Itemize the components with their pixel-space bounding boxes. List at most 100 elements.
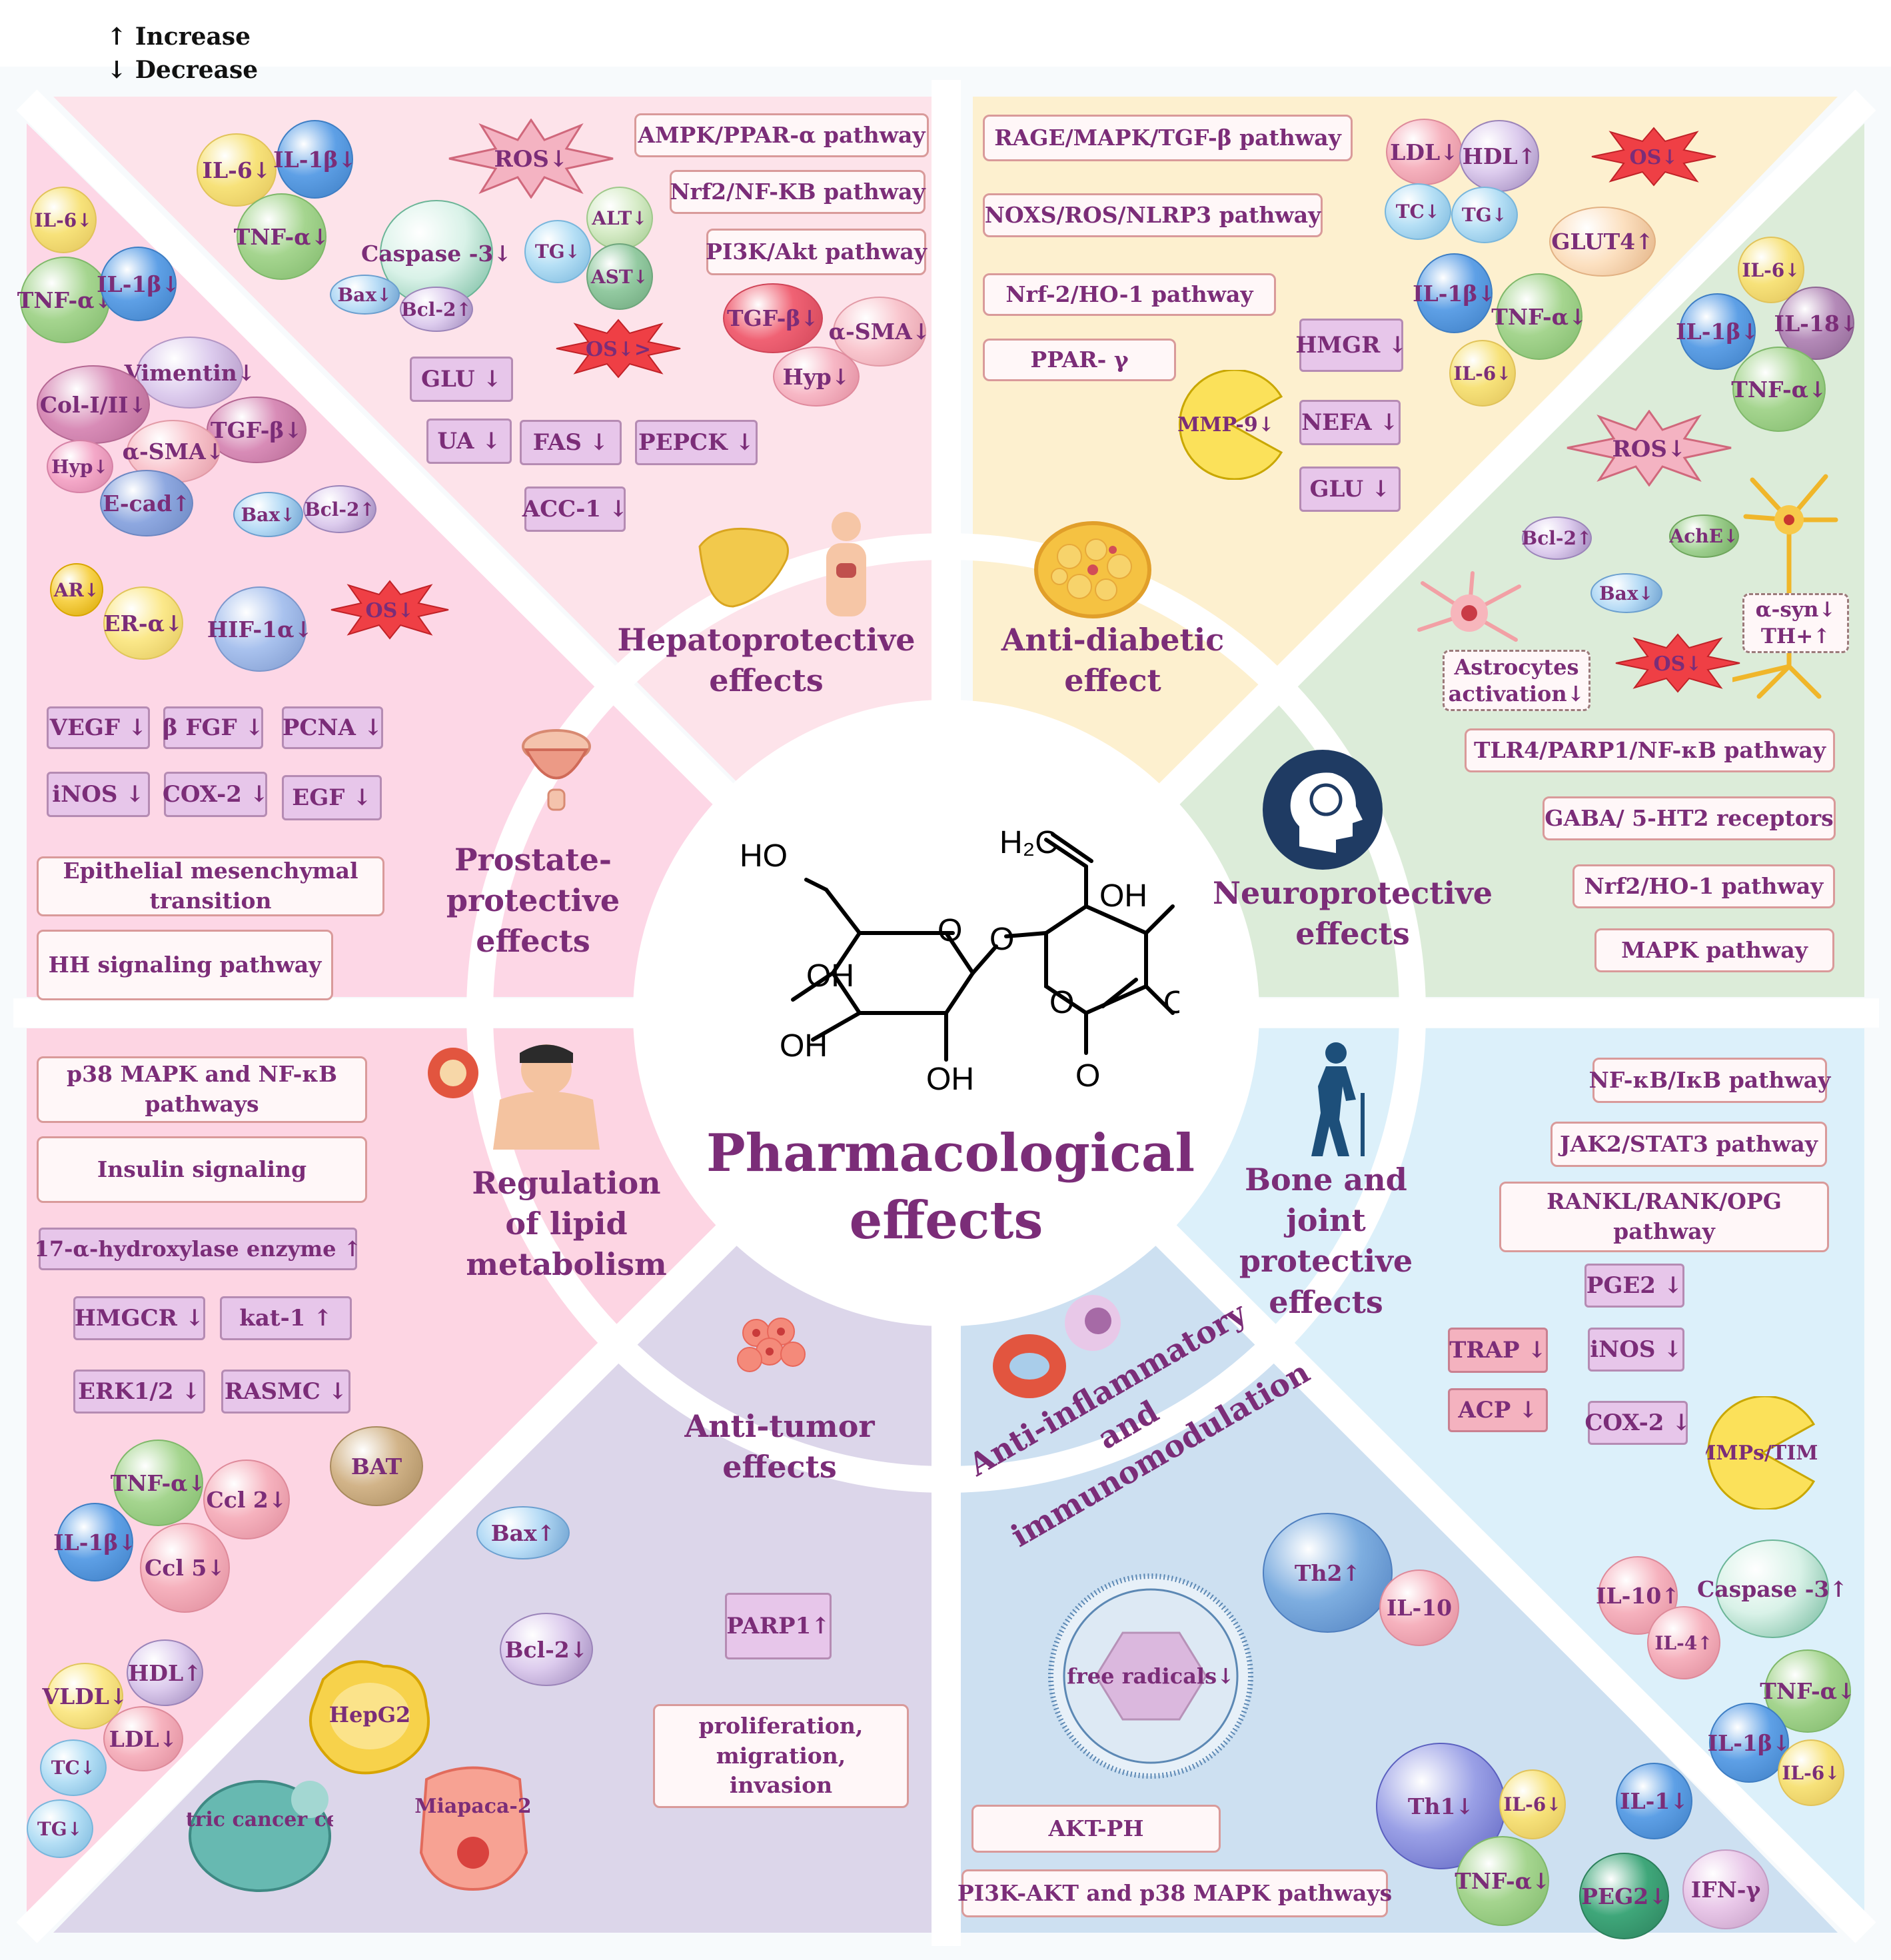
- tag-pepck: PEPCK ↓: [635, 420, 758, 465]
- marker-tum-bax: Bax↑: [476, 1506, 570, 1559]
- marker-hep-os-label: OS↓>: [586, 338, 651, 361]
- marker-dia-mmp9: MMP-9↓: [1177, 370, 1283, 480]
- box-tlr4: TLR4/PARP1/NF-κB pathway: [1465, 728, 1835, 772]
- marker-pro-tgfb: TGF-β↓: [207, 397, 307, 463]
- tag-erk: ERK1/2 ↓: [73, 1370, 205, 1414]
- section-tumor-line1: Anti-tumor: [684, 1408, 875, 1444]
- tag-rasmc: RASMC ↓: [221, 1370, 350, 1414]
- section-neuro: Neuroprotective effects: [1213, 873, 1493, 954]
- tag-fas: FAS ↓: [520, 420, 622, 465]
- astrocyte-icon: [1417, 571, 1521, 642]
- tag-nefa: NEFA ↓: [1299, 400, 1401, 445]
- box-ampk: AMPK/PPAR-α pathway: [634, 113, 929, 157]
- tag-hydroxylase: 17-α-hydroxylase enzyme ↑: [35, 1228, 361, 1270]
- mol-o-carbonyl: O: [1075, 1058, 1100, 1094]
- marker-hep-ast: AST↓: [586, 243, 653, 310]
- section-prostate-line3: effects: [476, 923, 590, 960]
- immune-cells-icon: [993, 1295, 1121, 1398]
- box-nrf2ho1-diabetic: Nrf-2/HO-1 pathway: [983, 273, 1276, 316]
- box-emt: Epithelial mesenchymal transition: [37, 856, 384, 916]
- marker-lip-vldl: VLDL↓: [42, 1663, 128, 1729]
- marker-pro-era: ER-α↓: [103, 586, 183, 660]
- marker-dia-mmp9-label: MMP-9↓: [1177, 413, 1275, 437]
- tag-egf: EGF ↓: [282, 775, 382, 820]
- tag-hmgr: HMGR ↓: [1295, 319, 1407, 372]
- tag-pcna: PCNA ↓: [282, 706, 383, 749]
- box-ppar: PPAR- γ: [983, 339, 1176, 381]
- marker-bon-tnfa: TNF-α↓: [1760, 1649, 1856, 1733]
- mol-ho: HO: [740, 838, 788, 874]
- marker-neu-ache: AchE↓: [1669, 514, 1739, 558]
- marker-hep-asma: α-SMA↓: [829, 297, 930, 367]
- box-noxs: NOXS/ROS/NLRP3 pathway: [983, 193, 1323, 237]
- mol-o-ring3: O: [1163, 985, 1179, 1020]
- marker-neu-il1b: IL-1β↓: [1676, 293, 1759, 370]
- marker-dia-il1b: IL-1β↓: [1413, 253, 1496, 333]
- marker-pro-col: Col-I/II↓: [37, 365, 150, 444]
- mol-oh-inner: OH: [806, 958, 854, 994]
- marker-lip-il1b: IL-1β↓: [53, 1503, 137, 1581]
- tag-inos-prostate: iNOS ↓: [47, 772, 150, 817]
- marker-hep-bax: Bax↓: [330, 275, 400, 315]
- marker-inf-il1: IL-1↓: [1616, 1763, 1692, 1839]
- marker-inf-ifng: IFN-γ: [1682, 1849, 1769, 1929]
- marker-bon-mmps: MMPs/TIMPs: [1706, 1396, 1819, 1509]
- marker-inf-free-label: free radicals↓: [1067, 1663, 1235, 1689]
- tag-kat1: kat-1 ↑: [220, 1296, 352, 1340]
- legend-decrease: ↓ Decrease: [107, 56, 259, 85]
- marker-tum-hepg2: HepG2: [309, 1660, 430, 1775]
- box-pi3k-p38: PI3K-AKT and p38 MAPK pathways: [957, 1869, 1392, 1917]
- box-rankl: RANKL/RANK/OPG pathway: [1499, 1182, 1829, 1252]
- marker-tum-bcl2: Bcl-2↓: [500, 1613, 593, 1686]
- marker-dia-os: OS↓: [1591, 127, 1716, 187]
- marker-tum-miapaca-label: Miapaca-2: [414, 1795, 532, 1818]
- section-lipid-line3: metabolism: [466, 1246, 667, 1283]
- marker-lip-ccl5: Ccl 5↓: [140, 1523, 230, 1613]
- center-title-line2: effects: [849, 1190, 1043, 1252]
- section-bone-line4: effects: [1269, 1284, 1383, 1320]
- marker-lip-tg: TG↓: [27, 1799, 93, 1858]
- prostate-icon: [522, 729, 591, 811]
- box-nfkb-ikb: NF-κB/IκB pathway: [1589, 1058, 1830, 1103]
- section-neuro-line1: Neuroprotective: [1213, 875, 1493, 911]
- tag-cox2-bone: COX-2 ↓: [1584, 1401, 1691, 1445]
- box-nrf2ho1-neuro: Nrf2/HO-1 pathway: [1573, 864, 1835, 908]
- marker-tum-gastric: gastric cancer cells: [187, 1780, 333, 1892]
- marker-neu-astro: Astrocytes activation↓: [1443, 650, 1590, 711]
- mol-h2c: H₂C: [999, 825, 1058, 860]
- marker-hep-tnfa: TNF-α↓: [234, 193, 329, 280]
- tag-hmgcr: HMGCR ↓: [73, 1296, 205, 1340]
- marker-dia-tnfa: TNF-α↓: [1491, 273, 1587, 360]
- marker-lip-ldl: LDL↓: [103, 1706, 183, 1771]
- mol-oh-top: OH: [1099, 878, 1147, 914]
- tag-glu-diabetic: GLU ↓: [1299, 467, 1401, 512]
- section-prostate-line1: Prostate-: [454, 842, 612, 878]
- section-lipid-line2: of lipid: [505, 1206, 628, 1242]
- marker-pro-tnfa: TNF-α↓: [17, 257, 113, 343]
- marker-neu-os-label: OS↓: [1654, 652, 1702, 676]
- section-neuro-line2: effects: [1295, 916, 1410, 952]
- tumor-cluster-icon: [737, 1318, 806, 1372]
- marker-hep-alt: ALT↓: [586, 187, 653, 250]
- marker-inf-th2: Th2↑: [1263, 1513, 1393, 1633]
- marker-bon-il1b: IL-1β↓: [1708, 1703, 1790, 1783]
- marker-lip-tnfa: TNF-α↓: [111, 1440, 206, 1526]
- marker-lip-ccl2: Ccl 2↓: [203, 1460, 290, 1539]
- marker-dia-tg: TG↓: [1451, 187, 1518, 243]
- mol-o-ring2: O: [1049, 985, 1074, 1020]
- marker-bon-il6: IL-6↓: [1778, 1739, 1844, 1806]
- box-prolif: proliferation, migration, invasion: [653, 1704, 909, 1808]
- marker-hep-tg: TG↓: [524, 220, 591, 283]
- box-jak2: JAK2/STAT3 pathway: [1551, 1122, 1827, 1167]
- tag-ua: UA ↓: [426, 419, 512, 464]
- artery-obese-person-icon: [428, 1044, 600, 1150]
- section-bone-line2: joint: [1286, 1202, 1366, 1239]
- marker-pro-os: OS↓: [330, 580, 449, 640]
- marker-lip-bat: BAT: [330, 1426, 423, 1506]
- marker-hep-hyp: Hyp↓: [773, 347, 860, 407]
- section-bone-line3: protective: [1239, 1243, 1413, 1280]
- marker-dia-ldl: LDL↓: [1386, 119, 1463, 185]
- marker-bon-casp3: Caspase -3↑: [1697, 1539, 1848, 1638]
- marker-neu-il6: IL-6↓: [1738, 237, 1804, 303]
- marker-hep-bcl2: Bcl-2↑: [400, 287, 473, 332]
